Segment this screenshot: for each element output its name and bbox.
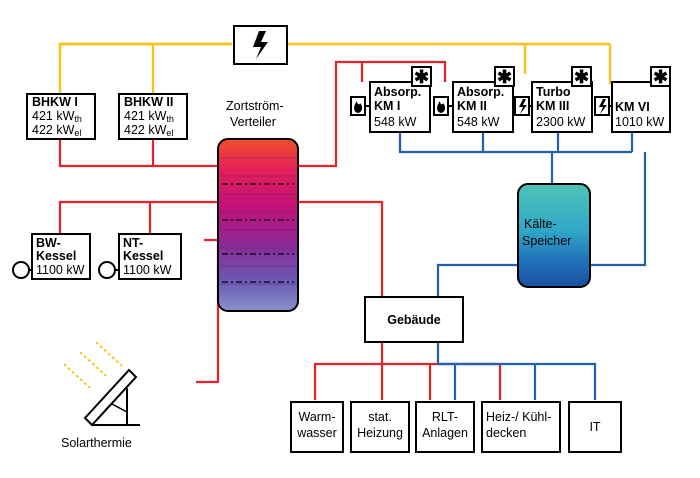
lightning-icon	[253, 31, 268, 59]
cold-lines	[398, 132, 647, 400]
svg-text:Solarthermie: Solarthermie	[61, 436, 132, 450]
consumer-rlt-anlagen: RLT- Anlagen	[415, 401, 475, 453]
svg-text:Gebäude: Gebäude	[387, 313, 441, 327]
svg-text:Heiz-/ Kühl-: Heiz-/ Kühl-	[486, 410, 551, 424]
km-6: ✱ KM VI 1010 kW	[594, 66, 671, 133]
kaelte-speicher: Kälte- Speicher	[517, 183, 591, 288]
svg-text:421 kWth: 421 kWth	[124, 109, 174, 124]
snowflake-icon: ✱	[574, 67, 589, 87]
svg-text:BHKW II: BHKW II	[124, 95, 173, 109]
gebaeude-box: Gebäude	[364, 296, 464, 343]
svg-text:stat.: stat.	[368, 410, 392, 424]
svg-text:Turbo: Turbo	[536, 85, 571, 99]
svg-text:Kessel: Kessel	[123, 249, 163, 263]
distributor-title-line2: Verteiler	[230, 115, 276, 129]
svg-text:Kessel: Kessel	[36, 249, 76, 263]
power-grid-box	[233, 25, 288, 65]
svg-text:wasser: wasser	[296, 426, 337, 440]
bhkw-2: BHKW II 421 kWth 422 kWel	[118, 93, 188, 140]
svg-text:Absorp.: Absorp.	[457, 85, 504, 99]
svg-text:Warm-: Warm-	[298, 410, 335, 424]
svg-text:Heizung: Heizung	[357, 426, 403, 440]
distributor-title-line1: Zortström-	[226, 99, 284, 113]
absorp-km-2: ✱ Absorp. KM II 548 kW	[433, 66, 515, 133]
solar-panel-icon	[83, 368, 138, 427]
flame-icon	[354, 101, 363, 113]
pump-icon	[98, 261, 116, 279]
consumer-stat-heizung: stat. Heizung	[350, 401, 410, 453]
svg-text:Absorp.: Absorp.	[374, 85, 421, 99]
svg-text:1100 kW: 1100 kW	[123, 263, 172, 277]
svg-text:422 kWel: 422 kWel	[32, 123, 81, 138]
svg-text:BHKW I: BHKW I	[32, 95, 78, 109]
turbo-km-3: ✱ Turbo KM III 2300 kW	[514, 66, 593, 133]
svg-text:421 kWth: 421 kWth	[32, 109, 82, 124]
svg-text:KM II: KM II	[457, 99, 487, 113]
lightning-icon	[519, 99, 527, 114]
consumer-heiz-kuehldecken: Heiz-/ Kühl- decken	[481, 401, 561, 453]
svg-text:2300 kW: 2300 kW	[536, 115, 586, 129]
snowflake-icon: ✱	[414, 67, 429, 87]
svg-text:Kälte-: Kälte-	[524, 217, 557, 231]
lightning-icon	[599, 99, 607, 114]
svg-text:BW-: BW-	[36, 236, 61, 250]
power-lines	[58, 42, 612, 94]
svg-text:RLT-: RLT-	[432, 410, 458, 424]
svg-text:KM I: KM I	[374, 99, 400, 113]
svg-text:548 kW: 548 kW	[374, 115, 417, 129]
svg-text:IT: IT	[589, 420, 600, 434]
svg-text:1100 kW: 1100 kW	[36, 263, 85, 277]
flame-icon	[437, 101, 446, 113]
consumer-it: IT	[568, 401, 622, 453]
zortstroem-verteiler: Zortström- Verteiler	[217, 99, 299, 312]
solarthermie: Solarthermie	[61, 341, 140, 450]
consumer-warmwasser: Warm- wasser	[290, 401, 344, 453]
snowflake-icon: ✱	[653, 67, 668, 87]
svg-text:decken: decken	[486, 426, 526, 440]
svg-text:NT-: NT-	[123, 236, 143, 250]
pump-icon	[12, 261, 30, 279]
bhkw-1: BHKW I 421 kWth 422 kWel	[26, 93, 96, 140]
svg-text:422 kWel: 422 kWel	[124, 123, 173, 138]
svg-text:Anlagen: Anlagen	[422, 426, 468, 440]
snowflake-icon: ✱	[497, 67, 512, 87]
svg-text:1010 kW: 1010 kW	[615, 115, 665, 129]
bw-kessel: BW- Kessel 1100 kW	[12, 233, 91, 280]
absorp-km-1: ✱ Absorp. KM I 548 kW	[350, 66, 432, 133]
svg-text:KM VI: KM VI	[615, 100, 650, 114]
svg-text:Speicher: Speicher	[522, 234, 571, 248]
svg-text:548 kW: 548 kW	[457, 115, 500, 129]
svg-text:KM III: KM III	[536, 99, 569, 113]
nt-kessel: NT- Kessel 1100 kW	[98, 233, 182, 280]
